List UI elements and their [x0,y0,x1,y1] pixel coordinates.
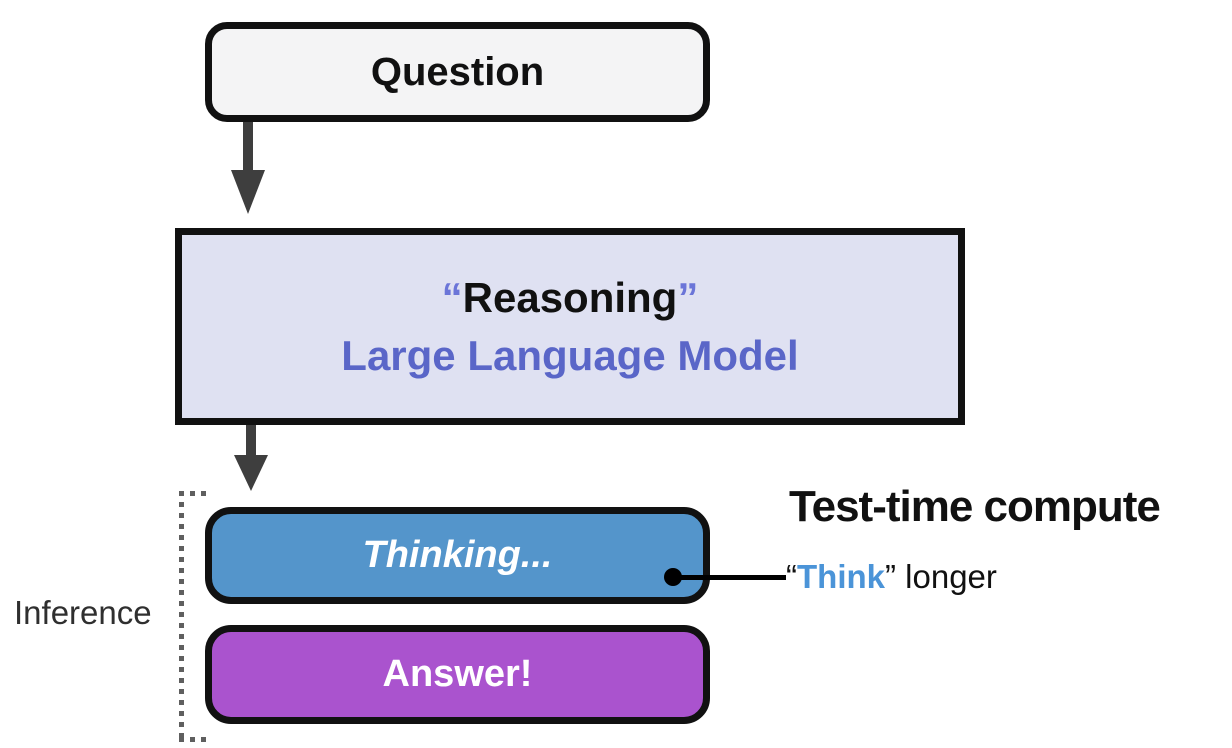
arrow-question-to-llm-shaft [243,122,253,172]
answer-label: Answer! [382,653,533,695]
arrow-llm-to-thinking-shaft [246,425,256,457]
think-longer-annotation: “Think” longer [786,558,997,596]
reasoning-title: “Reasoning” [442,274,699,321]
answer-box: Answer! [205,625,710,724]
connector-line [673,575,786,580]
annotation-think-word: Think [797,558,885,595]
annotation-rest: longer [896,558,997,595]
inference-bracket-vertical [179,491,184,742]
reasoning-title-word: Reasoning [462,274,678,322]
inference-bracket-bottom-tick [179,737,212,742]
inference-bracket-top-tick [179,491,212,496]
reasoning-close-quote: ” [677,274,699,322]
llm-subtitle: Large Language Model [341,331,799,379]
thinking-label: Thinking... [362,534,553,576]
annotation-close-quote: ” [885,558,896,595]
inference-label: Inference [14,594,152,631]
reasoning-llm-box: “Reasoning” Large Language Model [175,228,965,425]
question-box: Question [205,22,710,122]
reasoning-open-quote: “ [441,274,463,322]
testtime-compute-title: Test-time compute [789,482,1161,531]
arrow-llm-to-thinking-head [234,455,268,491]
arrow-question-to-llm-head [231,170,265,214]
annotation-open-quote: “ [786,558,797,595]
question-label: Question [370,49,545,94]
thinking-box: Thinking... [205,507,710,604]
